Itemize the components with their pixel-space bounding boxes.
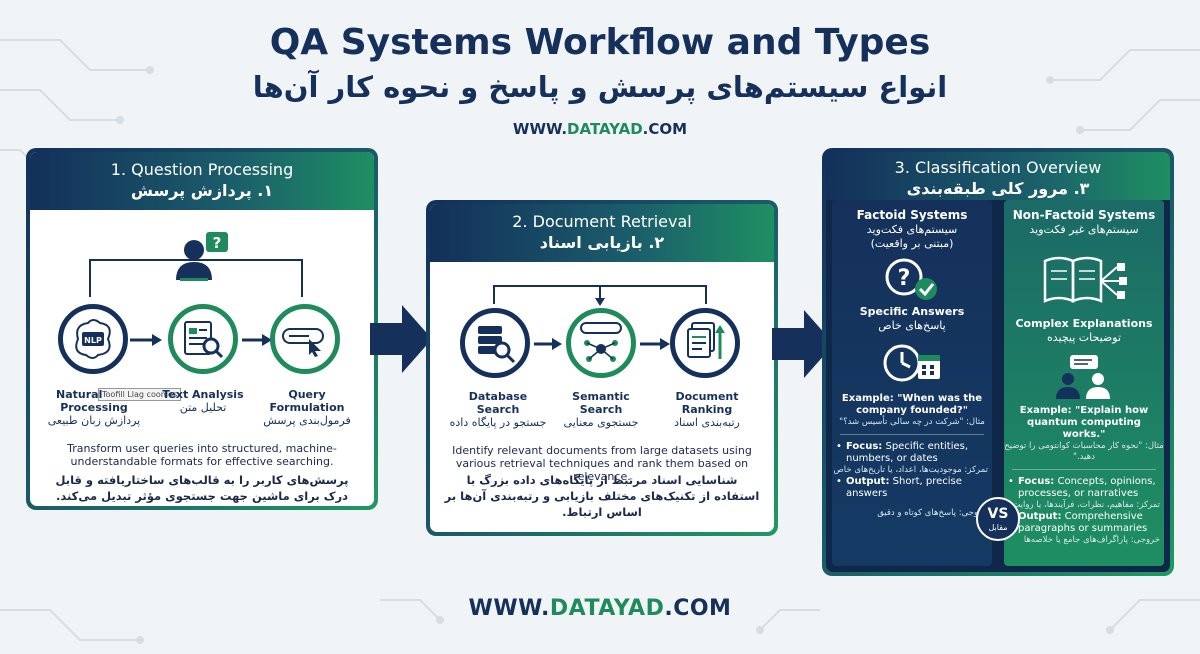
nonfactoid-title: Non-Factoid Systems xyxy=(1012,208,1156,222)
step-label-text-analysis: Text Analysis تحلیل متن xyxy=(162,388,244,414)
semantic-network-icon xyxy=(580,322,622,362)
text-analysis-circle xyxy=(168,304,238,374)
user-question-icon: ? xyxy=(176,232,228,281)
nonfactoid-focus: Focus: Concepts, opinions, processes, or… xyxy=(1004,476,1164,500)
panel-title-persian: ۱. پردازش پرسش xyxy=(130,181,274,200)
panel-title-persian: ۲. بازیابی اسناد xyxy=(539,233,665,252)
open-book-arrows-icon xyxy=(1043,256,1127,303)
step-label-document-ranking: Document Ranking رتبه‌بندی اسناد xyxy=(674,390,740,429)
nonfactoid-output: Output: Comprehensive paragraphs or summ… xyxy=(1004,511,1164,535)
panel-question-processing: 1. Question Processing ۱. پردازش پرسش ? … xyxy=(26,148,378,510)
document-magnifier-icon xyxy=(184,321,224,359)
svg-text:?: ? xyxy=(898,266,911,291)
vs-badge: VS مقابل xyxy=(976,497,1020,541)
description-english: Identify relevant documents from large d… xyxy=(452,444,752,483)
panel-title: 2. Document Retrieval xyxy=(512,212,692,231)
tooltip: Toofill Llag coonles xyxy=(98,388,182,401)
factoid-systems-column: Factoid Systems سیستم‌های فکت‌وید (مبتنی… xyxy=(832,200,992,566)
description-persian: شناسایی اسناد مرتبط از پایگاه‌های داده ب… xyxy=(444,473,760,519)
factoid-output: Output: Short, precise answers xyxy=(832,476,992,500)
question-check-icon: ? xyxy=(885,258,937,300)
step-label-query-formulation: Query Formulation فرمول‌بندی پرسش xyxy=(263,388,351,427)
panel-document-retrieval: 2. Document Retrieval ۲. بازیابی اسناد xyxy=(426,200,778,536)
description-english: Transform user queries into structured, … xyxy=(67,442,337,468)
query-formulation-circle xyxy=(270,304,340,374)
svg-text:NLP: NLP xyxy=(84,336,102,345)
factoid-subtitle: Specific Answers xyxy=(859,305,965,318)
factoid-title: Factoid Systems xyxy=(856,208,968,222)
clock-calendar-icon xyxy=(883,344,940,382)
panel-title: 1. Question Processing xyxy=(110,160,294,179)
brain-nlp-icon: NLP xyxy=(75,319,111,359)
flow-connectors xyxy=(89,259,303,346)
panel-title: 3. Classification Overview xyxy=(894,158,1102,177)
panel-header: 3. Classification Overview ۳. مرور کلی ط… xyxy=(826,152,1170,200)
search-bar-cursor-icon xyxy=(282,328,324,357)
step-label-database-search: Database Search جستجو در پایگاه داده xyxy=(449,390,547,429)
database-search-circle xyxy=(460,308,530,378)
factoid-focus: Focus: Specific entities, numbers, or da… xyxy=(832,441,992,465)
nonfactoid-subtitle: Complex Explanations xyxy=(1015,317,1153,330)
site-url-bottom[interactable]: WWW.DATAYAD.COM xyxy=(468,596,732,621)
discussion-people-icon xyxy=(1056,355,1110,399)
step-label-natural-processing: Natural Processing پردازش زبان طبیعی xyxy=(47,388,141,427)
page-title-persian: انواع سیستم‌های پرسش و پاسخ و نحوه کار آ… xyxy=(252,70,948,104)
panel-header: 1. Question Processing ۱. پردازش پرسش xyxy=(30,152,374,210)
description-persian: پرسش‌های کاربر را به قالب‌های ساختاریافت… xyxy=(55,473,349,503)
page-title: QA Systems Workflow and Types xyxy=(269,22,931,63)
database-magnifier-icon xyxy=(478,326,516,364)
document-ranking-circle xyxy=(670,308,740,378)
panel-header: 2. Document Retrieval ۲. بازیابی اسناد xyxy=(430,204,774,262)
svg-text:?: ? xyxy=(213,234,222,252)
panel-title-persian: ۳. مرور کلی طبقه‌بندی xyxy=(906,179,1090,198)
flow-connectors xyxy=(493,285,707,350)
nlp-circle: NLP xyxy=(58,304,128,374)
non-factoid-systems-column: Non-Factoid Systems سیستم‌های غیر فکت‌وی… xyxy=(1004,200,1164,566)
flow-arrow-2 xyxy=(772,310,834,378)
site-url-top[interactable]: WWW.DATAYAD.COM xyxy=(512,120,688,138)
ranked-documents-icon xyxy=(687,322,725,359)
panel-classification-overview: 3. Classification Overview ۳. مرور کلی ط… xyxy=(822,148,1174,576)
flow-arrow-1 xyxy=(370,305,432,373)
step-label-semantic-search: Semantic Search جستجوی معنایی xyxy=(563,390,639,429)
semantic-search-circle xyxy=(566,308,636,378)
